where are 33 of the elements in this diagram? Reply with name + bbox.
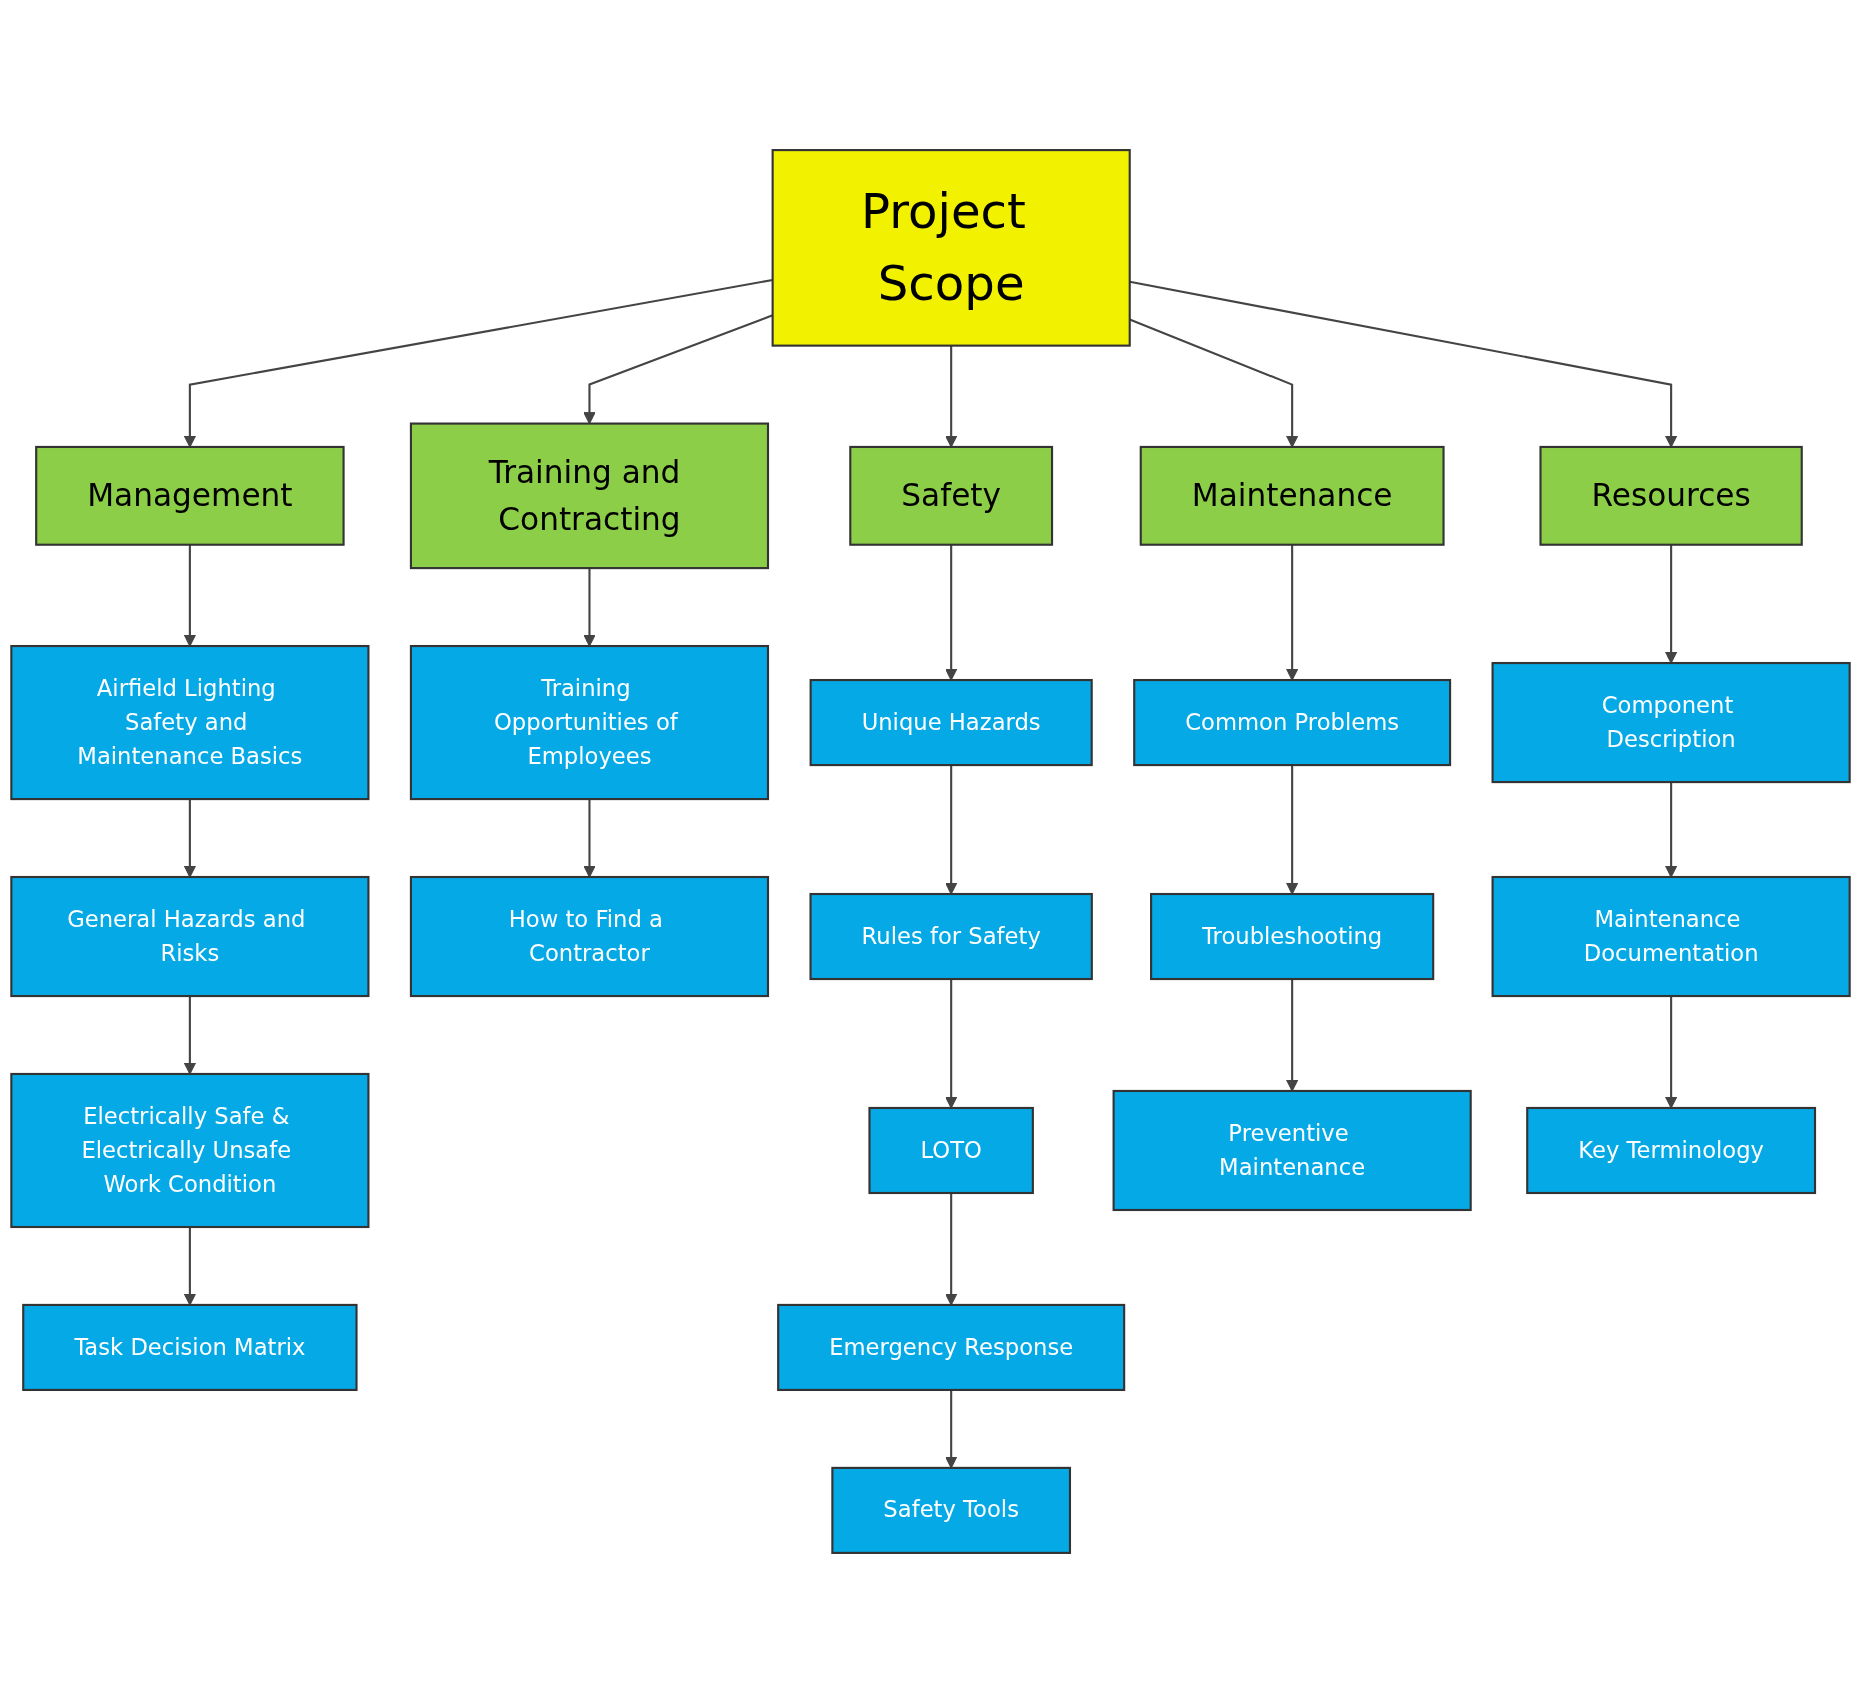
node-box: Safety	[849, 445, 1054, 546]
arrow	[583, 568, 596, 647]
node-box: Electrically Safe & Electrically Unsafe Work Condition	[10, 1072, 370, 1229]
node-box: Training Opportunities of Employees	[409, 644, 770, 801]
node-box: Resources	[1539, 445, 1803, 546]
node-box: Component Description	[1491, 661, 1851, 784]
node-box: Task Decision Matrix	[22, 1303, 358, 1392]
node-box: Key Terminology	[1526, 1106, 1817, 1195]
node-box: Safety Tools	[831, 1466, 1072, 1554]
node-box: Management	[35, 445, 345, 546]
node-box: Maintenance	[1139, 445, 1445, 546]
node-box: Maintenance Documentation	[1491, 875, 1851, 998]
node-box: Unique Hazards	[809, 678, 1093, 767]
arrow	[183, 799, 197, 878]
arrow	[183, 544, 197, 647]
node-box: How to Find a Contractor	[409, 875, 770, 998]
node-box: Common Problems	[1133, 678, 1452, 767]
arrow	[1664, 544, 1678, 664]
arrow	[944, 544, 958, 681]
arrow	[1285, 765, 1299, 895]
node-box: Project Scope	[771, 149, 1131, 347]
arrow	[1285, 544, 1299, 681]
node-box: Airfield Lighting Safety and Maintenance Basics	[10, 644, 370, 801]
node-box: General Hazards and Risks	[10, 875, 370, 998]
arrow	[583, 799, 596, 878]
node-box: Training and Contracting	[409, 422, 770, 570]
node-box: Preventive Maintenance	[1112, 1089, 1472, 1212]
arrow	[1664, 782, 1678, 878]
node-box: Troubleshooting	[1150, 892, 1435, 981]
node-box: Emergency Response	[777, 1303, 1126, 1392]
node-box: Rules for Safety	[809, 892, 1093, 981]
node-box: LOTO	[868, 1106, 1034, 1195]
arrow	[944, 765, 958, 895]
